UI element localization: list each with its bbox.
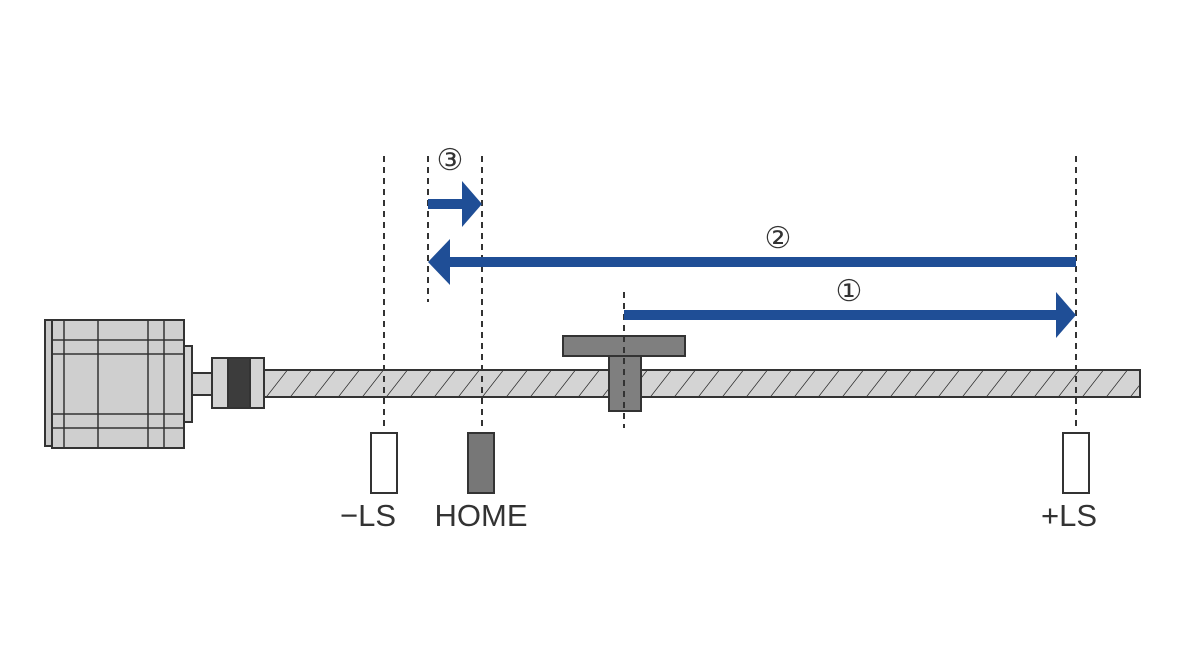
home-label: HOME bbox=[435, 498, 528, 533]
limit-sensor-icon bbox=[370, 432, 398, 494]
minus-ls-label: −LS bbox=[340, 498, 396, 533]
arrow-step3 bbox=[428, 181, 482, 227]
limit-sensor-icon bbox=[1062, 432, 1090, 494]
arrow-step2 bbox=[428, 239, 1076, 285]
plus-ls-label: +LS bbox=[1041, 498, 1097, 533]
home-sensor bbox=[467, 432, 495, 494]
arrow-step1 bbox=[624, 292, 1076, 338]
step1-label: ① bbox=[836, 274, 863, 309]
plus-ls-sensor bbox=[1062, 432, 1090, 494]
step2-label: ② bbox=[765, 221, 792, 256]
coupling-icon bbox=[211, 357, 265, 409]
ball-screw-icon bbox=[263, 369, 1141, 398]
stepper-motor-icon bbox=[44, 319, 213, 449]
minus-ls-sensor bbox=[370, 432, 398, 494]
home-sensor-icon bbox=[467, 432, 495, 494]
step3-label: ③ bbox=[437, 143, 464, 178]
